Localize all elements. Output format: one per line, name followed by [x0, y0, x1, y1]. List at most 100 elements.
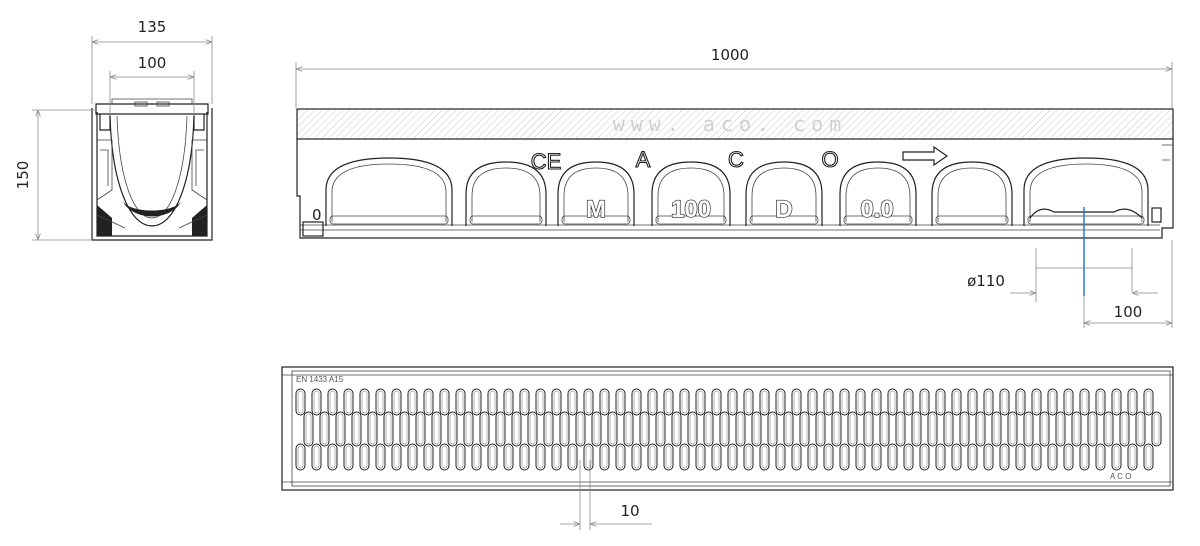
grate-slot	[839, 388, 850, 416]
grate-slot	[703, 411, 714, 447]
grate-slot-inner	[889, 445, 896, 469]
grate-slot-inner	[945, 413, 952, 445]
grate-slot-inner	[305, 413, 312, 445]
grate-slot-inner	[361, 445, 368, 469]
grate-slot-inner	[625, 413, 632, 445]
grate-slot-inner	[1033, 390, 1040, 414]
grate-slot-inner	[1033, 445, 1040, 469]
grate-slot	[359, 443, 370, 471]
triangle-mark: A	[636, 147, 651, 172]
grate-slot	[343, 388, 354, 416]
grate-slot-inner	[1145, 390, 1152, 414]
arch-base-bar	[329, 215, 449, 225]
grate-slot	[855, 443, 866, 471]
grate-slot	[1151, 411, 1162, 447]
grate-slot-inner	[801, 413, 808, 445]
grate-slot	[591, 411, 602, 447]
outlet-detail	[1029, 208, 1143, 219]
grate-slot-inner	[729, 445, 736, 469]
grate-slot-inner	[441, 445, 448, 469]
grate-slot	[615, 443, 626, 471]
grate-slot	[535, 443, 546, 471]
grate-slot	[567, 443, 578, 471]
arch-inner	[331, 163, 447, 222]
grate-slot	[639, 411, 650, 447]
grate-slot	[439, 443, 450, 471]
grate-slot-inner	[345, 390, 352, 414]
grate-slot-inner	[1153, 413, 1160, 445]
grate-slot	[839, 443, 850, 471]
grate-slot	[903, 388, 914, 416]
grate-slot-inner	[473, 445, 480, 469]
grate-slot	[479, 411, 490, 447]
grate-slot-inner	[449, 413, 456, 445]
grate-slot-inner	[393, 445, 400, 469]
dim-slot: 10	[620, 502, 639, 520]
grate-slot-inner	[857, 390, 864, 414]
arch-base-bar	[561, 215, 631, 225]
grate-slot-inner	[1129, 445, 1136, 469]
grate-slot	[855, 388, 866, 416]
grate-slot	[471, 388, 482, 416]
dim-width-inner: 100	[138, 54, 167, 72]
c-mark: C	[728, 147, 744, 172]
grate-slot-inner	[953, 445, 960, 469]
grate-slot	[1079, 388, 1090, 416]
grate-slot-inner	[545, 413, 552, 445]
grate-slot	[511, 411, 522, 447]
grate-slot-inner	[905, 390, 912, 414]
grate-slot-inner	[985, 390, 992, 414]
grate-slot-inner	[745, 445, 752, 469]
grate-slot-inner	[897, 413, 904, 445]
grate-slot-inner	[969, 390, 976, 414]
grate-slot-inner	[489, 390, 496, 414]
grate-slot	[1095, 443, 1106, 471]
grate-slot	[871, 388, 882, 416]
arch-base-bar	[469, 215, 543, 225]
arch-opening	[465, 161, 547, 226]
grate-slot	[767, 411, 778, 447]
grate-slot	[935, 443, 946, 471]
grate-slots	[295, 388, 1162, 471]
grate-slot-inner	[537, 390, 544, 414]
grate-slot-inner	[825, 445, 832, 469]
grate-slot-inner	[529, 413, 536, 445]
grate-slot	[567, 388, 578, 416]
grate-slot	[311, 388, 322, 416]
website-mark: www. aco. com	[613, 112, 848, 136]
grate-slot	[383, 411, 394, 447]
grate-slot	[407, 443, 418, 471]
grate-slot	[455, 388, 466, 416]
grate-slot-inner	[721, 413, 728, 445]
grate-slot-inner	[697, 445, 704, 469]
grate-slot	[823, 388, 834, 416]
grate-slot-inner	[737, 413, 744, 445]
grate-slot	[959, 411, 970, 447]
grate-slot-inner	[1049, 390, 1056, 414]
grate-slot-inner	[417, 413, 424, 445]
dim-outlet-offset: 100	[1114, 303, 1143, 321]
grate-slot-inner	[825, 390, 832, 414]
grate-slot-inner	[985, 445, 992, 469]
grate-slot	[999, 388, 1010, 416]
mark-size: 100	[671, 196, 711, 223]
cross-section-view: 135 100 150	[14, 18, 213, 241]
grate-slot	[391, 443, 402, 471]
grate-slot	[663, 443, 674, 471]
grate-slot-inner	[441, 390, 448, 414]
flow-arrow-icon	[902, 145, 949, 167]
arch-inner	[563, 167, 629, 222]
grate-slot	[487, 443, 498, 471]
arch-base-bar	[1027, 215, 1145, 225]
grate-slot	[751, 411, 762, 447]
grate-slot	[791, 388, 802, 416]
grate-slot	[1055, 411, 1066, 447]
grate-slot	[863, 411, 874, 447]
grate-slot	[1079, 443, 1090, 471]
grate-slot	[527, 411, 538, 447]
grate-slot	[647, 388, 658, 416]
grate-slot-inner	[849, 413, 856, 445]
arch-base-bar	[843, 215, 913, 225]
grate-slot	[1119, 411, 1130, 447]
grate-slot-inner	[385, 413, 392, 445]
